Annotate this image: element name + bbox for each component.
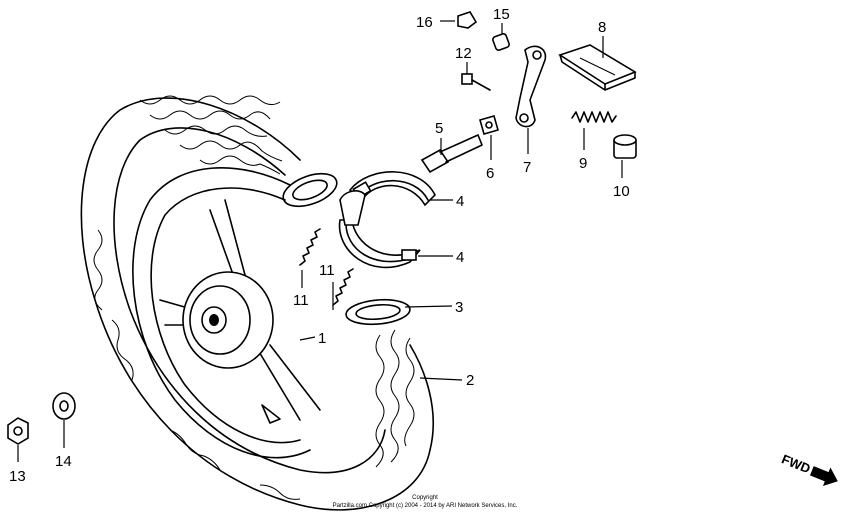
collar: [492, 33, 510, 51]
bolt: [461, 73, 491, 91]
callout-2: 2: [466, 372, 474, 389]
fwd-label: FWD: [780, 451, 813, 476]
rear-wheel-assembly: [80, 95, 434, 511]
copyright-line1: Copyright: [412, 495, 438, 501]
callout-5: 5: [435, 120, 443, 137]
wheel-spoke-lower: [254, 344, 321, 421]
fwd-arrow-icon: [809, 466, 838, 487]
callout-4b: 4: [456, 249, 464, 266]
callout-6: 6: [486, 165, 494, 182]
callout-15: 15: [493, 6, 510, 23]
cap-nut: [457, 11, 478, 29]
callout-12: 12: [455, 45, 472, 62]
brake-spring-a: [299, 228, 321, 266]
wheel-rim-inner: [150, 187, 301, 444]
valve-stem: [261, 404, 281, 424]
axle-nut: [7, 417, 29, 445]
wheel-rim-outer: [132, 167, 311, 459]
copyright-line2: Partzilla.com Copyright (c) 2004 - 2014 …: [333, 503, 518, 509]
tire-cut-end-top: [282, 172, 338, 208]
washer: [52, 392, 76, 420]
callout-1: 1: [318, 330, 326, 347]
callout-7: 7: [523, 159, 531, 176]
callout-14: 14: [55, 453, 72, 470]
callout-13: 13: [9, 468, 26, 485]
tire-inner: [113, 127, 386, 474]
tire-outer: [80, 97, 434, 511]
brake-indicator-plate: [479, 115, 499, 135]
brake-shoe-lower: [338, 190, 421, 269]
return-spring: [571, 111, 617, 123]
forward-direction-indicator: FWD: [780, 451, 838, 487]
callout-3: 3: [455, 299, 463, 316]
callout-8: 8: [598, 19, 606, 36]
callout-10: 10: [613, 183, 630, 200]
wheel-hub: [182, 271, 274, 369]
brake-spring-b: [332, 268, 354, 306]
rubber-cap: [613, 134, 637, 159]
brake-panel-cover: [558, 44, 637, 91]
callout-11a: 11: [293, 292, 309, 309]
brake-cam: [420, 134, 483, 174]
brake-arm: [515, 45, 547, 128]
copyright-notice: Copyright Partzilla.com Copyright (c) 20…: [333, 495, 518, 509]
leader-lines: [17, 20, 623, 462]
callout-9: 9: [579, 155, 587, 172]
tire-tread: [93, 95, 415, 500]
callout-labels: 1 2 3 4 4 5 6 7 8 9 10 11 11 12 13 14 15…: [9, 6, 630, 485]
wheel-spoke-upper: [209, 199, 246, 281]
tire-cut-end-bottom: [345, 298, 411, 326]
callout-16: 16: [416, 14, 433, 31]
callout-4a: 4: [456, 193, 464, 210]
callout-11b: 11: [319, 262, 335, 279]
